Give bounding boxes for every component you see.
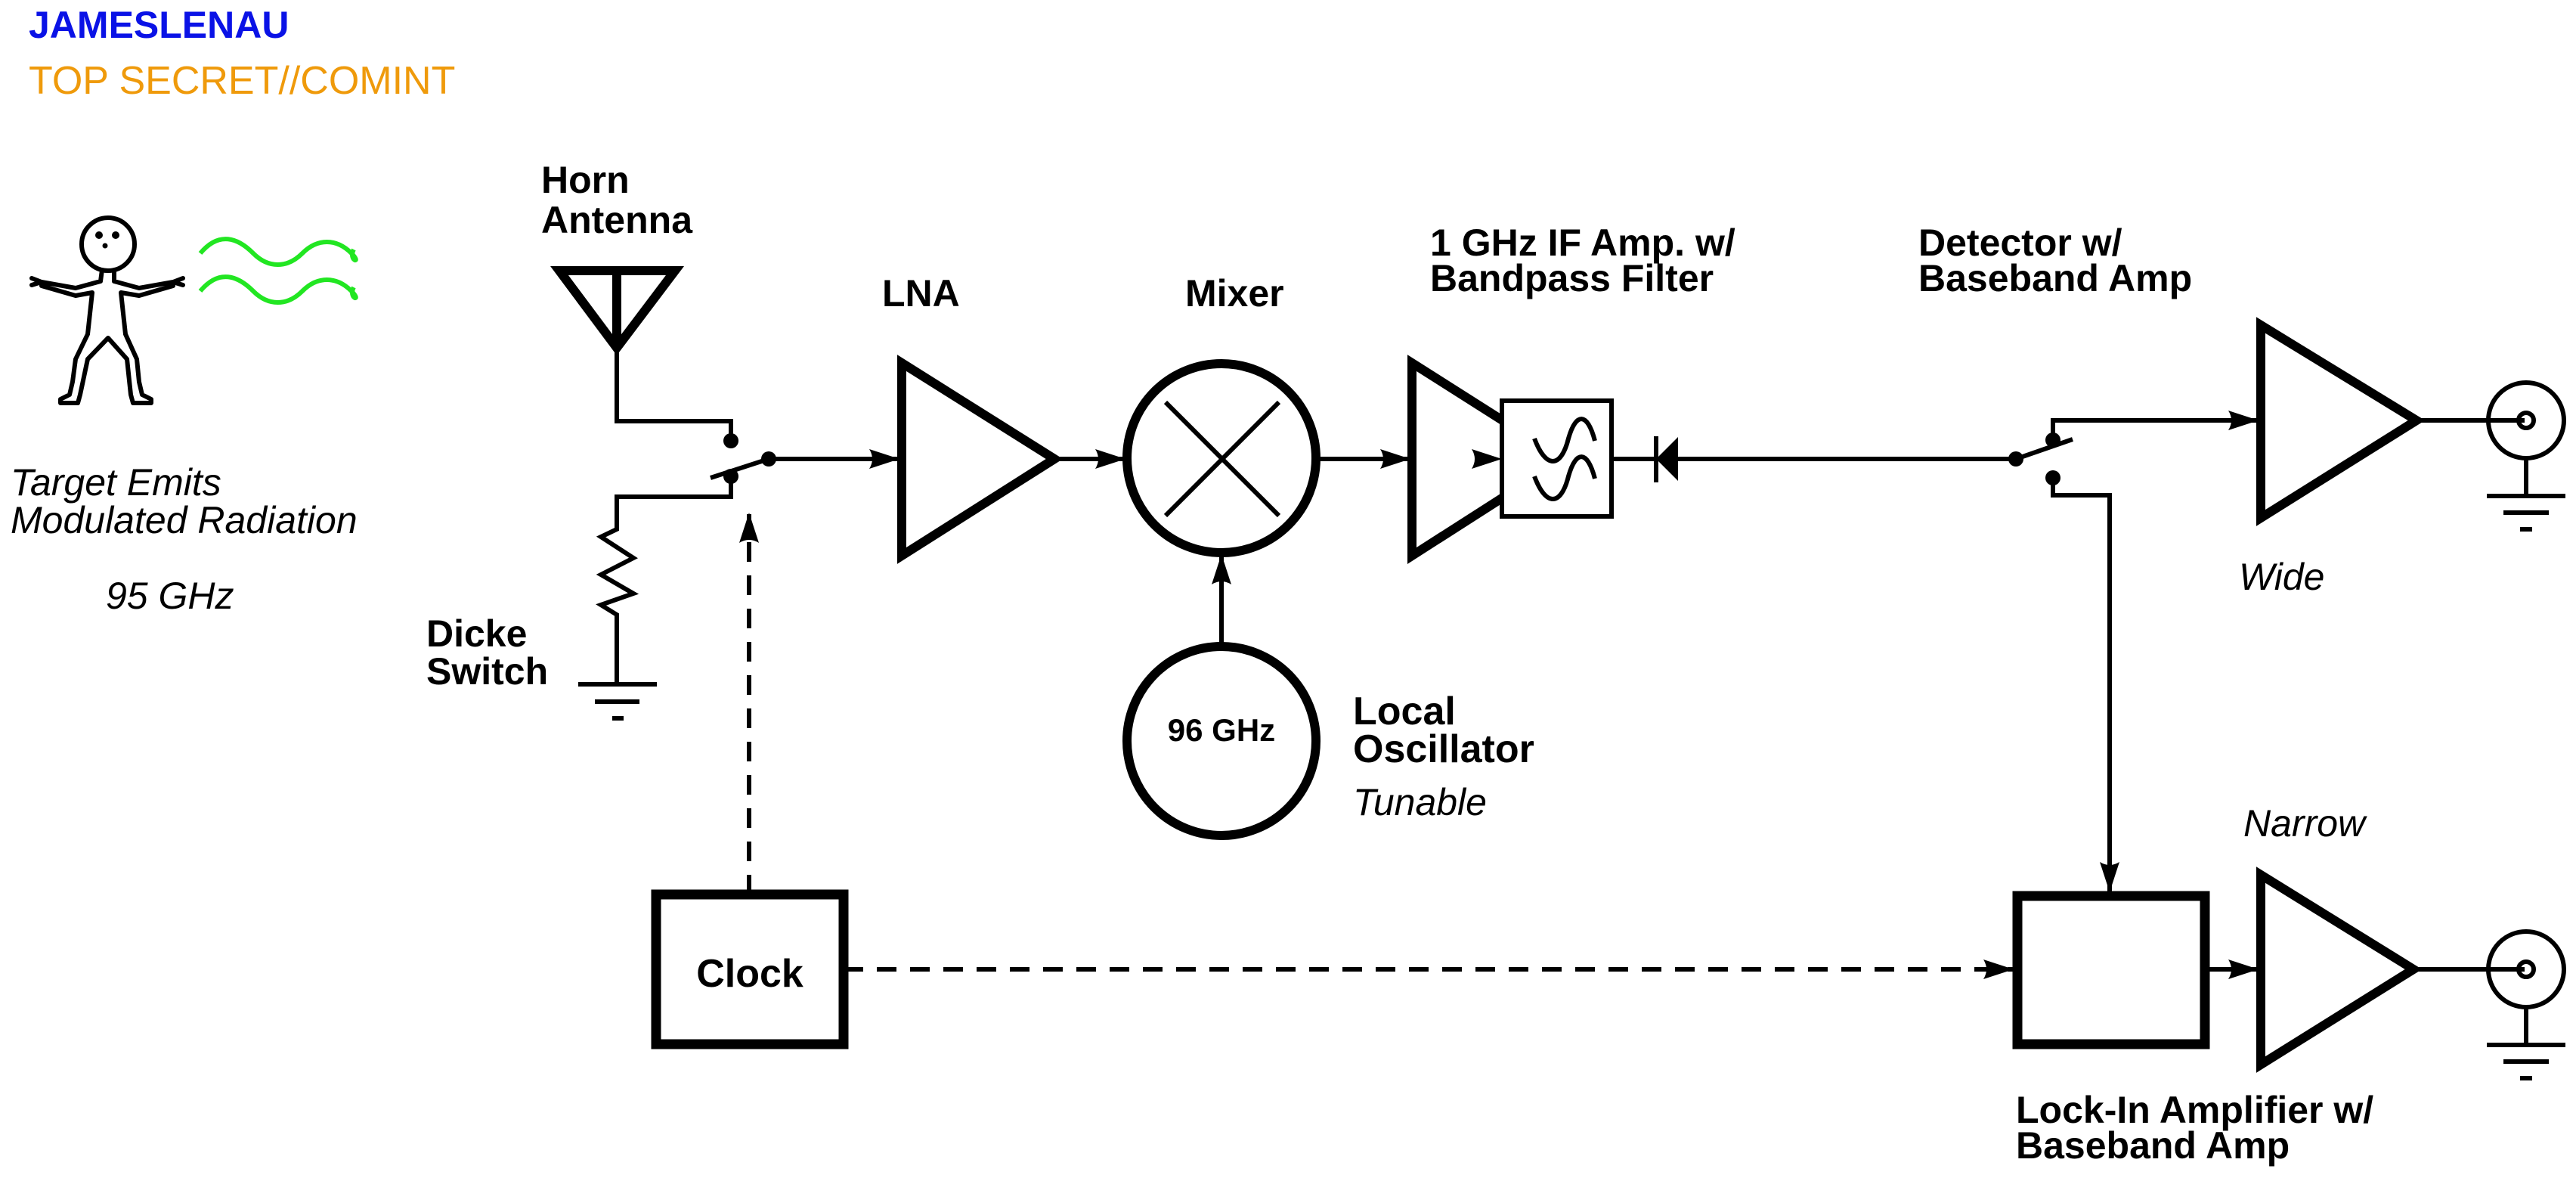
arrow-icon [1212, 554, 1231, 584]
if-amp-label-line1: 1 GHz IF Amp. w/ [1430, 222, 1735, 264]
lna-amplifier[interactable] [897, 355, 1064, 564]
arrow-icon [1983, 959, 2014, 979]
arrow-icon [1380, 449, 1410, 469]
wide-output-connector-icon[interactable] [2486, 380, 2566, 496]
dicke-switch-icon[interactable] [710, 433, 776, 484]
lo-frequency: 96 GHz [1168, 712, 1275, 748]
mixer[interactable] [1122, 359, 1321, 557]
dicke-switch-label-line2: Switch [426, 650, 548, 693]
wide-amplifier[interactable] [2256, 317, 2426, 526]
antenna-label-line1: Horn [541, 159, 630, 201]
reference-resistor [596, 476, 733, 684]
detector-diode-icon [1654, 436, 1678, 482]
dicke-switch-label-line1: Dicke [426, 612, 527, 655]
radiation-waves-icon [198, 237, 358, 305]
target-person-icon [29, 215, 185, 405]
clock-label: Clock [696, 952, 803, 996]
if-amp-label-line2: Bandpass Filter [1430, 257, 1714, 299]
classification-label: TOP SECRET//COMINT [29, 59, 455, 103]
if-amplifier[interactable] [1407, 355, 1572, 564]
ground-icon [2487, 494, 2565, 532]
ground-icon [2487, 1043, 2565, 1080]
filter-wave-icon [1532, 417, 1597, 463]
detector-label-line1: Detector w/ [1918, 222, 2122, 264]
narrow-amp-label: Narrow [2243, 802, 2367, 845]
arrow-icon [1095, 449, 1125, 469]
lna-label: LNA [882, 272, 960, 315]
arrow-icon [2100, 862, 2119, 892]
horn-antenna-icon [550, 266, 685, 356]
ground-icon [578, 682, 657, 721]
lo-label-line2: Oscillator [1353, 727, 1534, 771]
output-switch-icon[interactable] [2008, 432, 2073, 485]
target-caption-line2: Modulated Radiation [11, 499, 358, 541]
lo-label-line1: Local [1353, 690, 1456, 733]
arrow-icon [2228, 411, 2259, 430]
lock-in-label-line1: Lock-In Amplifier w/ [2016, 1089, 2373, 1131]
lo-note: Tunable [1353, 781, 1487, 823]
arrow-icon [869, 449, 899, 469]
narrow-output-connector-icon[interactable] [2486, 929, 2566, 1045]
author-label: JAMESLENAU [29, 4, 289, 46]
bandpass-filter[interactable] [1500, 398, 1614, 519]
arrow-icon [1472, 449, 1502, 469]
antenna-wire [615, 348, 733, 439]
detector-label-line2: Baseband Amp [1918, 257, 2192, 299]
arrow-icon [2228, 959, 2259, 979]
lock-in-amplifier[interactable] [2012, 891, 2210, 1049]
antenna-label-line2: Antenna [541, 199, 693, 241]
lock-in-label-line2: Baseband Amp [2016, 1124, 2290, 1167]
clock-block[interactable]: Clock [651, 889, 849, 1049]
narrow-amplifier[interactable] [2256, 866, 2423, 1073]
local-oscillator[interactable]: 96 GHz [1122, 642, 1321, 840]
narrow-path-wire [2051, 478, 2112, 894]
wide-amp-label: Wide [2239, 556, 2324, 598]
mixer-label: Mixer [1185, 272, 1284, 315]
target-frequency: 95 GHz [106, 575, 234, 617]
wide-path-wire [2051, 418, 2259, 440]
target-caption-line1: Target Emits [11, 461, 221, 504]
arrow-icon [739, 513, 759, 543]
